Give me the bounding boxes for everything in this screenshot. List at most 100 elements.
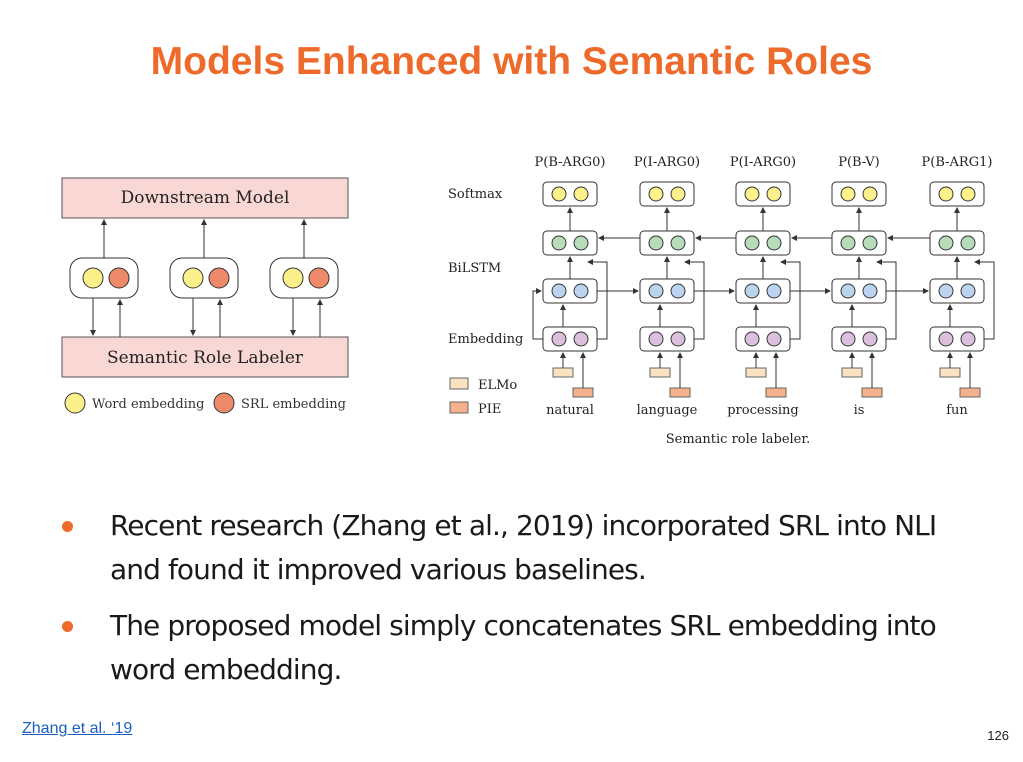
bilstm-top-unit-box <box>639 230 695 256</box>
softmax-unit-node <box>960 186 976 202</box>
embedding-unit-box <box>639 326 695 352</box>
softmax-unit-node <box>840 186 856 202</box>
embedding-unit-node <box>551 331 567 347</box>
softmax-unit-box <box>542 181 598 207</box>
embedding-unit-2 <box>169 219 239 337</box>
embedding-unit-node <box>670 331 686 347</box>
residual-path <box>876 259 897 340</box>
input-word: natural <box>546 403 594 418</box>
bilstm-bottom-unit-box <box>639 278 695 304</box>
embedding-unit-1 <box>69 219 139 337</box>
embedding-unit-node <box>744 331 760 347</box>
output-label: P(I-ARG0) <box>634 155 700 170</box>
bilstm-bottom-unit-node <box>960 283 976 299</box>
softmax-row-label: Softmax <box>448 187 503 202</box>
bilstm-top-unit-box <box>831 230 887 256</box>
bilstm-row-label: BiLSTM <box>448 261 501 276</box>
embedding-unit-node <box>573 331 589 347</box>
residual-path <box>974 259 995 340</box>
pie-input <box>572 387 594 398</box>
softmax-unit-node <box>573 186 589 202</box>
softmax-unit-node <box>648 186 664 202</box>
bullet-text: The proposed model simply concatenates S… <box>110 609 937 686</box>
embedding-unit-box <box>929 326 985 352</box>
softmax-unit-box <box>929 181 985 207</box>
softmax-unit-node <box>862 186 878 202</box>
bilstm-top-unit-node <box>648 235 664 251</box>
srl-embedding-legend-label: SRL embedding <box>241 397 346 412</box>
bilstm-bottom-unit-node <box>938 283 954 299</box>
bilstm-top-unit-node <box>551 235 567 251</box>
bilstm-top-unit-node <box>573 235 589 251</box>
bullet-list: Recent research (Zhang et al., 2019) inc… <box>62 504 992 704</box>
embedding-unit-box <box>735 326 791 352</box>
elmo-input <box>939 367 961 378</box>
elmo-legend-icon <box>449 377 469 390</box>
input-word: fun <box>946 403 968 418</box>
embedding-unit-3 <box>269 219 339 337</box>
semantic-role-labeler-box <box>61 336 349 378</box>
bilstm-bottom-unit-node <box>840 283 856 299</box>
bilstm-top-unit-box <box>929 230 985 256</box>
word-embedding-legend-icon <box>64 392 86 414</box>
bilstm-bottom-unit-node <box>573 283 589 299</box>
bilstm-top-unit-node <box>744 235 760 251</box>
bilstm-top-unit-node <box>670 235 686 251</box>
bullet-dot <box>62 621 73 632</box>
pie-legend-label: PIE <box>478 402 501 417</box>
softmax-unit-node <box>670 186 686 202</box>
softmax-unit-box <box>831 181 887 207</box>
embedding-unit-box <box>831 326 887 352</box>
page-number: 126 <box>987 728 1009 743</box>
bilstm-top-unit-box <box>542 230 598 256</box>
residual-path <box>780 259 801 340</box>
bilstm-bottom-unit-box <box>735 278 791 304</box>
residual-path <box>684 259 705 340</box>
bilstm-bottom-unit-box <box>831 278 887 304</box>
bilstm-top-unit-node <box>938 235 954 251</box>
softmax-unit-box <box>735 181 791 207</box>
embedding-unit-node <box>960 331 976 347</box>
bilstm-bottom-unit-node <box>744 283 760 299</box>
softmax-unit-node <box>938 186 954 202</box>
bullet-item: The proposed model simply concatenates S… <box>62 604 992 692</box>
softmax-unit-box <box>639 181 695 207</box>
downstream-model-box <box>61 177 349 219</box>
downstream-model-label: Downstream Model <box>121 188 290 208</box>
embedding-row-label: Embedding <box>448 332 523 347</box>
bilstm-bottom-unit-node <box>551 283 567 299</box>
elmo-input <box>649 367 671 378</box>
bilstm-bottom-unit-box <box>929 278 985 304</box>
residual-path <box>532 288 543 340</box>
bilstm-bottom-unit-node <box>648 283 664 299</box>
bilstm-top-unit-node <box>766 235 782 251</box>
input-word: processing <box>727 403 799 418</box>
left-diagram: Downstream Model Semantic Role Labeler <box>61 177 349 414</box>
bullet-dot <box>62 521 73 532</box>
srl-embedding-legend-icon <box>213 392 235 414</box>
pie-legend-icon <box>449 401 469 414</box>
right-diagram: Softmax BiLSTM Embedding P(B-ARG0)natura… <box>448 155 995 447</box>
bullet-text: Recent research (Zhang et al., 2019) inc… <box>110 509 937 586</box>
word-embedding-legend-label: Word embedding <box>92 397 205 412</box>
softmax-unit-node <box>744 186 760 202</box>
softmax-unit-node <box>551 186 567 202</box>
pie-input <box>959 387 981 398</box>
right-diagram-columns: P(B-ARG0)naturalP(I-ARG0)languageP(I-ARG… <box>532 155 995 418</box>
embedding-unit-node <box>862 331 878 347</box>
residual-path <box>587 259 608 340</box>
input-word: is <box>854 403 865 418</box>
bilstm-top-unit-box <box>735 230 791 256</box>
slide-title: Models Enhanced with Semantic Roles <box>150 40 873 83</box>
output-label: P(B-ARG1) <box>922 155 993 170</box>
output-label: P(B-V) <box>838 155 880 170</box>
embedding-unit-node <box>938 331 954 347</box>
reference-link[interactable]: Zhang et al. ‘19 <box>22 720 133 737</box>
bilstm-bottom-unit-box <box>542 278 598 304</box>
embedding-unit-node <box>840 331 856 347</box>
bullet-item: Recent research (Zhang et al., 2019) inc… <box>62 504 992 592</box>
bilstm-bottom-unit-node <box>766 283 782 299</box>
embedding-unit-box <box>542 326 598 352</box>
bilstm-top-unit-node <box>862 235 878 251</box>
